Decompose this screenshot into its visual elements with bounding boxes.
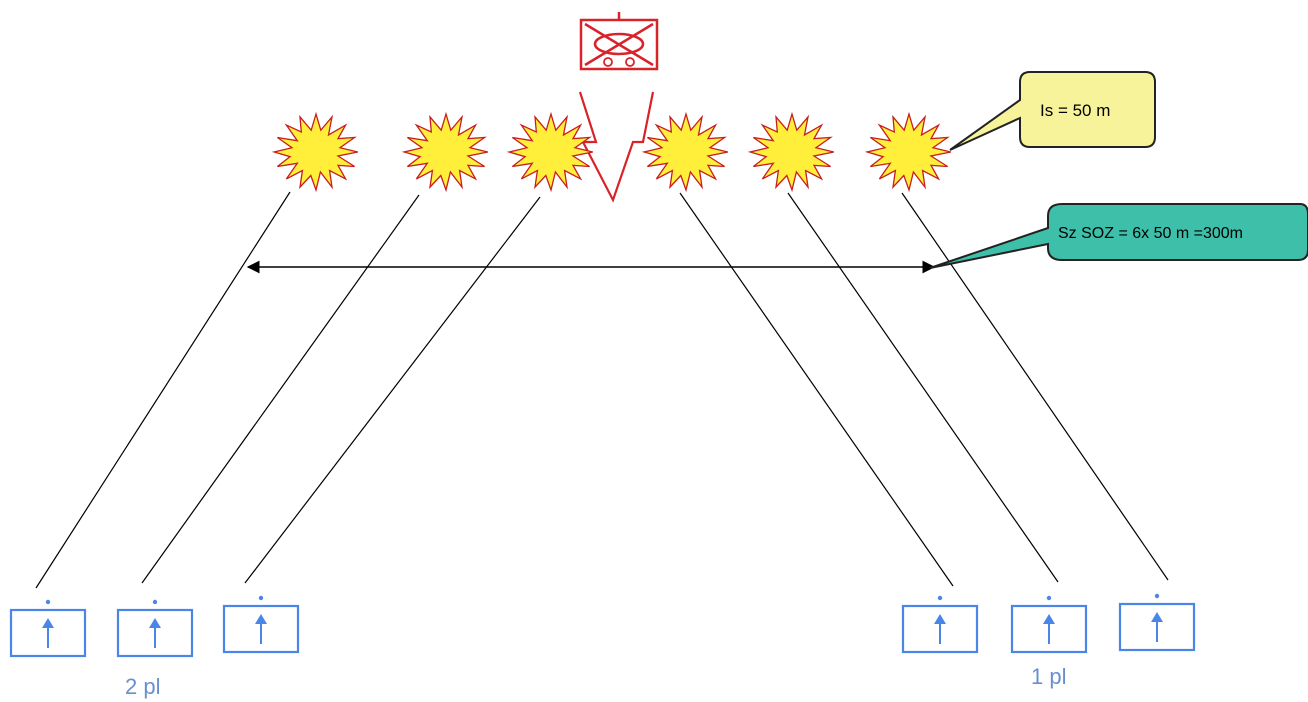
fire-line — [901, 192, 1169, 581]
fire-line — [787, 192, 1059, 583]
units — [9, 593, 1196, 658]
frontage-callout: Sz SOZ = 6x 50 m =300m — [929, 203, 1308, 269]
group-label-left: 2 pl — [125, 674, 161, 699]
explosion-burst-icon — [401, 111, 488, 193]
friendly-unit-arrow-icon — [116, 599, 194, 658]
explosion-burst-icon — [641, 111, 728, 193]
explosion-burst-icon — [506, 111, 593, 193]
fire-lines — [35, 191, 1169, 589]
group-label-right: 1 pl — [1031, 664, 1067, 689]
bursts — [271, 111, 951, 193]
interval-callout: Is = 50 m — [949, 71, 1156, 151]
friendly-unit-arrow-icon — [9, 599, 87, 658]
friendly-unit-arrow-icon — [1118, 593, 1196, 652]
frontage-callout-text: Sz SOZ = 6x 50 m =300m — [1058, 225, 1243, 242]
fire-line — [244, 196, 541, 584]
interval-callout-text: Is = 50 m — [1040, 101, 1110, 120]
friendly-unit-arrow-icon — [1010, 595, 1088, 654]
fire-line — [35, 191, 291, 589]
fire-line — [679, 192, 954, 587]
attack-direction-arrow — [578, 91, 655, 203]
enemy-armored-vehicle-icon — [579, 12, 659, 71]
friendly-unit-arrow-icon — [222, 595, 300, 654]
fire-line — [141, 194, 420, 584]
explosion-burst-icon — [747, 111, 834, 193]
explosion-burst-icon — [271, 111, 358, 193]
explosion-burst-icon — [864, 111, 951, 193]
friendly-unit-arrow-icon — [901, 595, 979, 654]
